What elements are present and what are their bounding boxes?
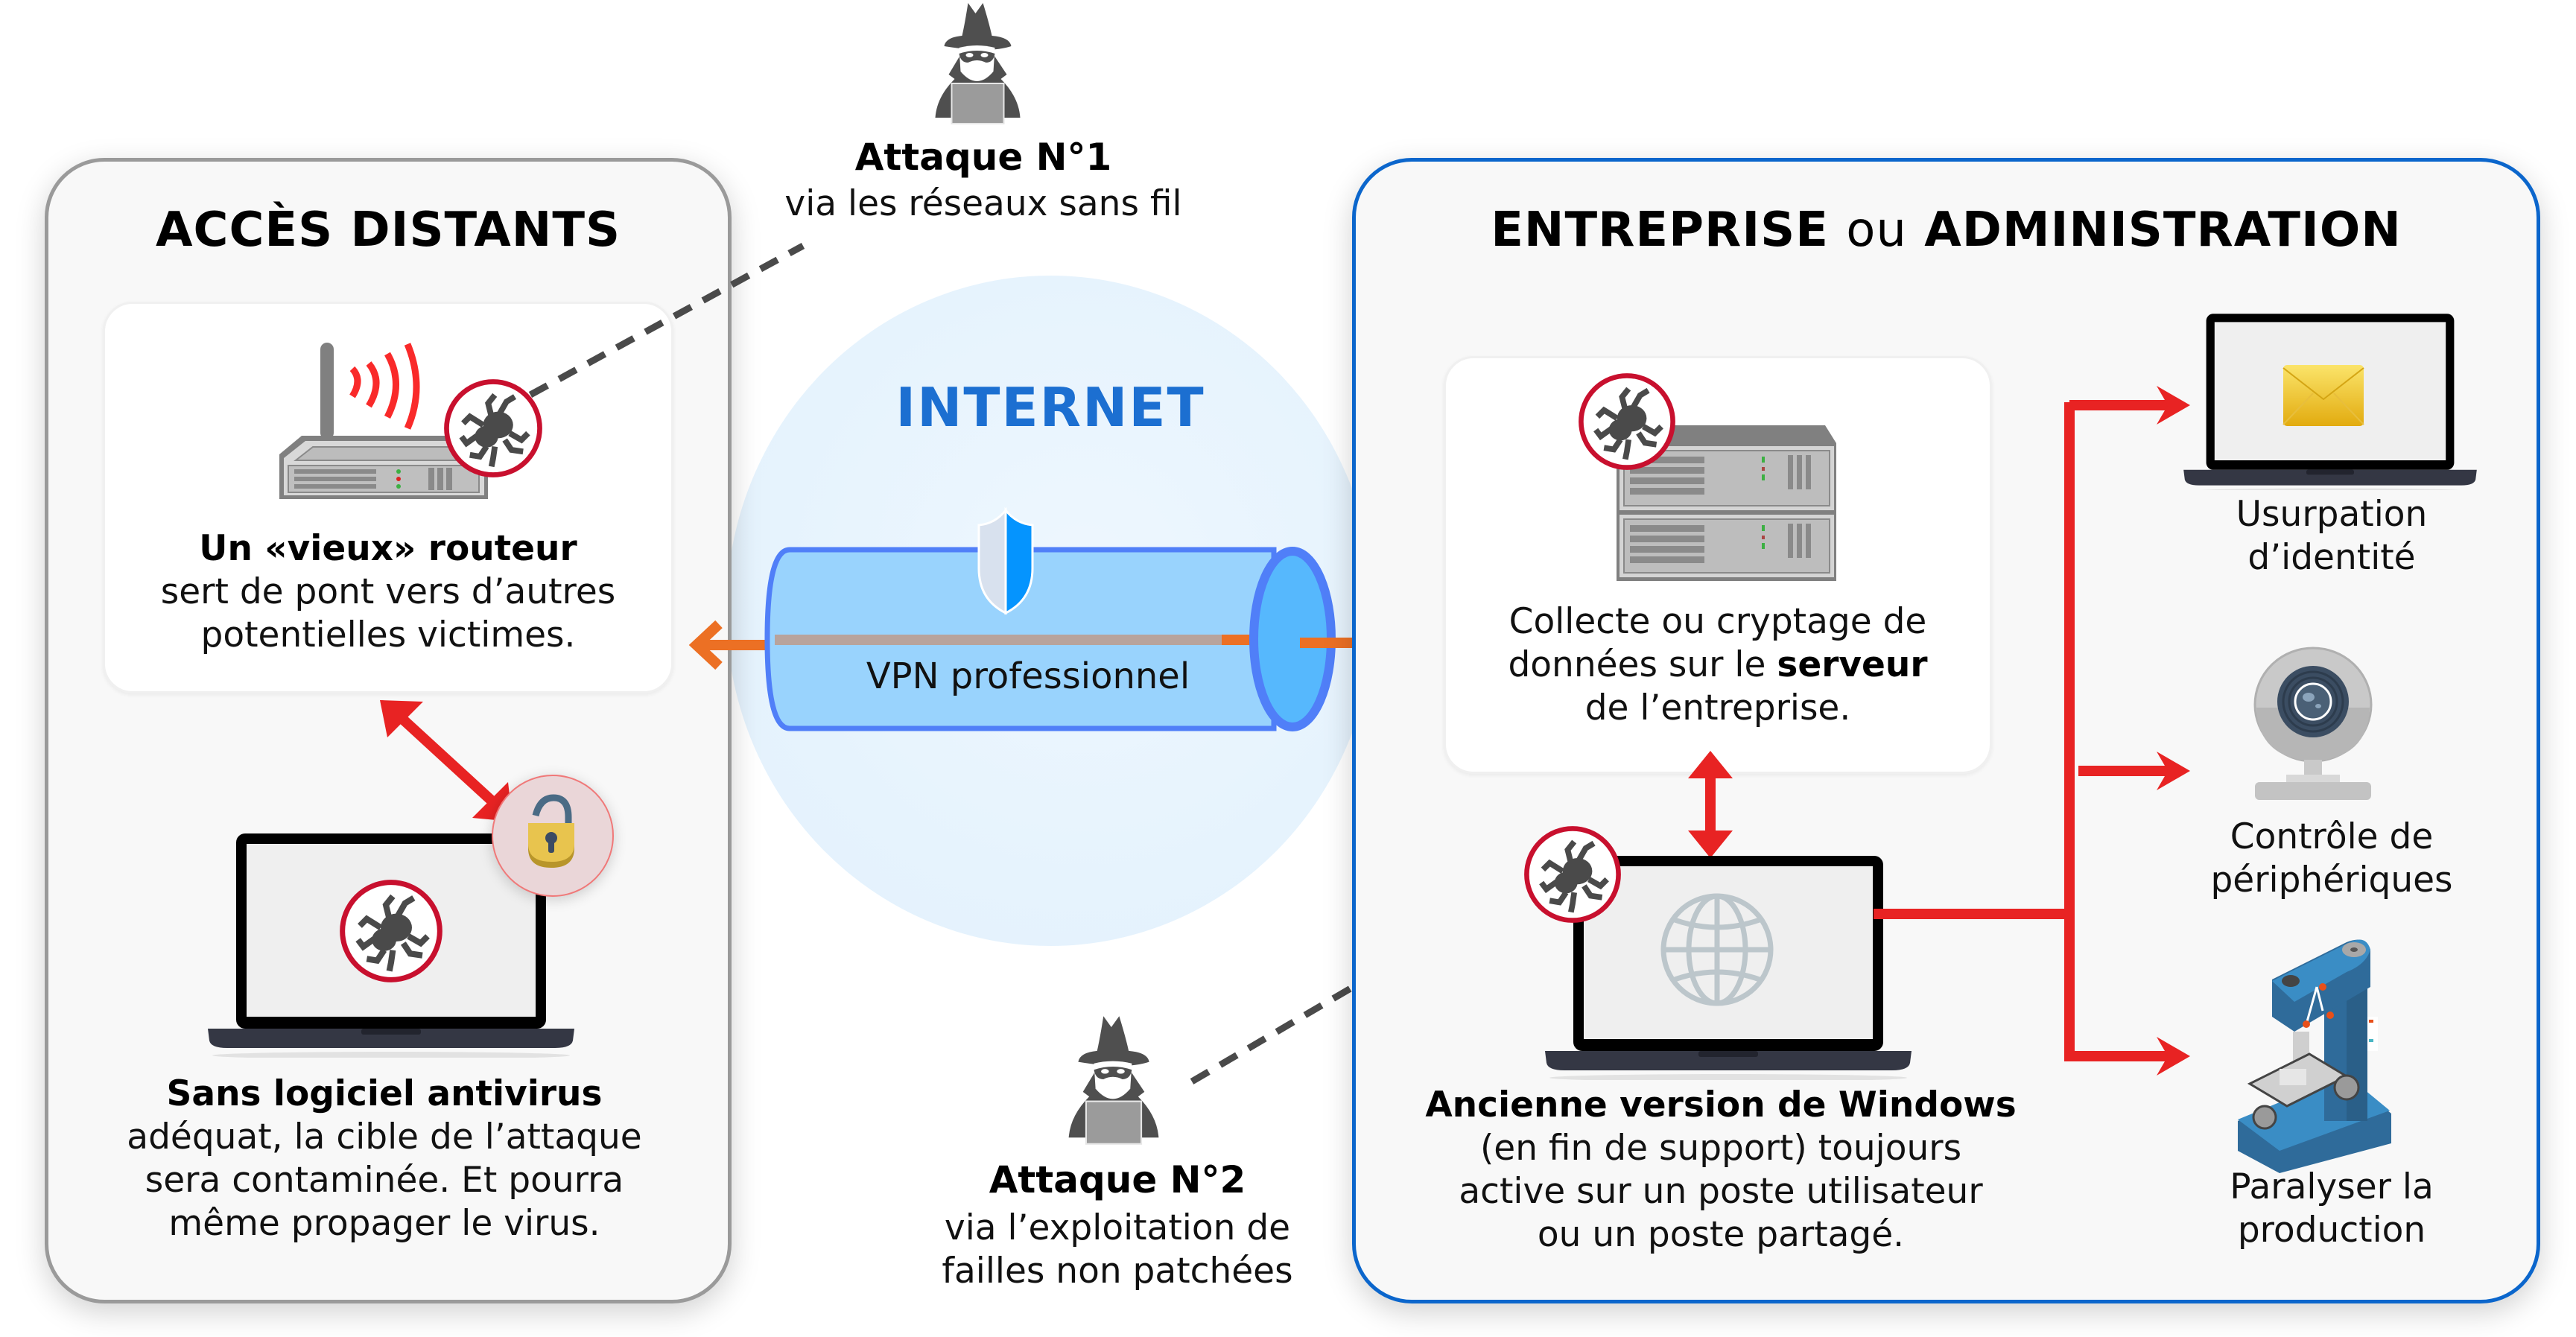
shield-icon — [977, 506, 1034, 615]
enterprise-title-part-2: ADMINISTRATION — [1924, 203, 2402, 258]
remote-laptop-caption: Sans logiciel antivirus adéquat, la cibl… — [67, 1073, 702, 1245]
router-caption-bold: Un «vieux» routeur — [199, 528, 577, 569]
consequence-3-line-2: production — [2237, 1210, 2426, 1251]
attack-2-title: Attaque N°2 — [989, 1158, 1246, 1201]
workstation-caption-line-3: ou un poste partagé. — [1537, 1214, 1905, 1255]
consequence-1-label: Usurpation d’identité — [2183, 493, 2481, 579]
consequence-3-label: Paralyser la production — [2183, 1166, 2481, 1252]
attack-1-subtitle: via les réseaux sans fil — [784, 183, 1182, 224]
webcam-icon — [2253, 647, 2373, 800]
router-caption-line-2: potentielles victimes. — [200, 614, 576, 655]
vpn-label: VPN professionnel — [866, 655, 1190, 697]
consequence-1-line-2: d’identité — [2247, 537, 2416, 578]
remote-laptop-caption-bold: Sans logiciel antivirus — [166, 1073, 603, 1114]
consequence-2-label: Contrôle de périphériques — [2183, 816, 2481, 902]
attack-2-subtitle-line-2: failles non patchées — [942, 1251, 1293, 1292]
globe-icon — [1660, 893, 1774, 1006]
remote-laptop-caption-line-2: sera contaminée. Et pourra — [145, 1160, 624, 1201]
workstation-caption: Ancienne version de Windows (en fin de s… — [1378, 1084, 2063, 1257]
remote-laptop-caption-line-1: adéquat, la cible de l’attaque — [127, 1117, 642, 1157]
enterprise-title-connector: ou — [1846, 203, 1907, 258]
attack-2-subtitle-line-1: via l’exploitation de — [944, 1207, 1291, 1248]
server-caption-line-2-prefix: données sur le — [1508, 644, 1777, 685]
server-caption-line-2: données sur le serveur — [1446, 644, 1990, 687]
enterprise-title-part-1: ENTREPRISE — [1491, 203, 1829, 258]
server-caption: Collecte ou cryptage de données sur le s… — [1446, 600, 1990, 730]
router-caption-line-1: sert de pont vers d’autres — [160, 571, 616, 612]
router-caption: Un «vieux» routeur sert de pont vers d’a… — [105, 527, 671, 657]
milling-machine-icon — [2238, 939, 2391, 1173]
consequence-1-line-1: Usurpation — [2236, 494, 2428, 535]
remote-access-title: ACCÈS DISTANTS — [155, 203, 621, 258]
consequence-2-line-1: Contrôle de — [2230, 816, 2434, 857]
attack-1-title: Attaque N°1 — [854, 136, 1112, 179]
enterprise-title: ENTREPRISE ou ADMINISTRATION — [1356, 203, 2537, 258]
consequence-3-line-1: Paralyser la — [2230, 1166, 2434, 1207]
consequence-2-line-2: périphériques — [2210, 860, 2453, 901]
unlock-icon — [528, 794, 574, 868]
server-caption-line-3: de l’entreprise. — [1584, 687, 1851, 728]
workstation-caption-line-2: active sur un poste utilisateur — [1459, 1171, 1983, 1212]
attack-2-subtitle: via l’exploitation de failles non patché… — [879, 1207, 1356, 1293]
workstation-caption-bold: Ancienne version de Windows — [1425, 1084, 2017, 1125]
internet-label: INTERNET — [895, 376, 1205, 439]
email-envelope-icon — [2282, 365, 2364, 426]
server-rack-icon — [1617, 425, 1836, 581]
server-caption-line-1: Collecte ou cryptage de — [1509, 601, 1927, 642]
workstation-caption-line-1: (en fin de support) toujours — [1479, 1128, 1962, 1169]
remote-laptop-caption-line-3: même propager le virus. — [168, 1203, 600, 1244]
server-caption-bold: serveur — [1777, 644, 1928, 685]
